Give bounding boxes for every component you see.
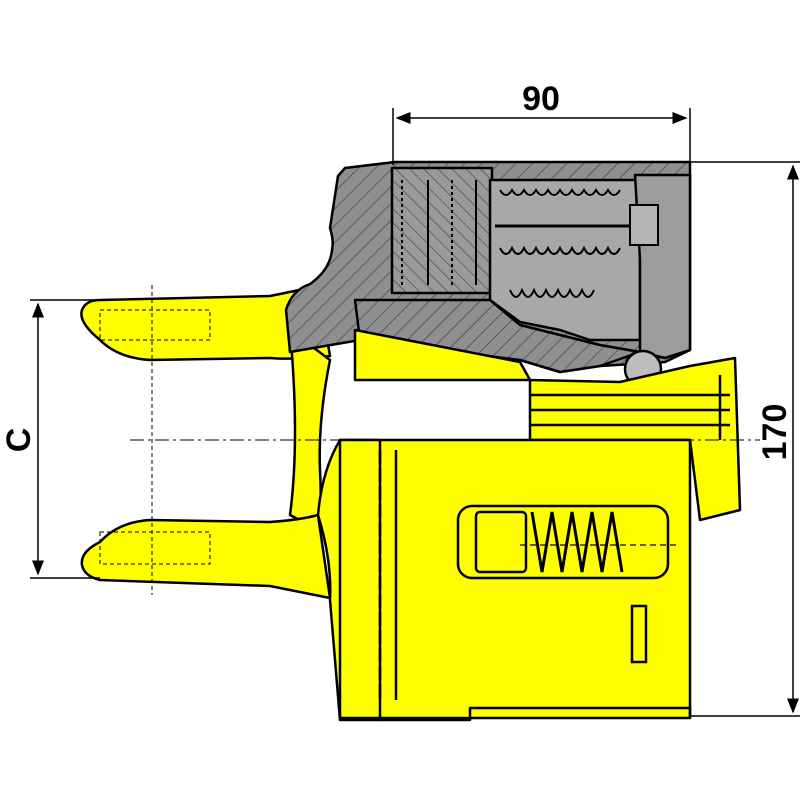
dimension-c (30, 299, 100, 579)
fork-dimension-label: C (0, 428, 38, 453)
yoke-fork (80, 284, 382, 722)
width-dimension-label: 90 (522, 80, 560, 118)
dimension-170 (690, 161, 800, 717)
push-pin-slot (456, 504, 680, 664)
yoke-hidden-edges (99, 285, 211, 595)
clutch-housing (284, 160, 692, 374)
dimension-90 (392, 108, 691, 165)
height-dimension-label: 170 (756, 404, 794, 461)
pressure-springs (401, 180, 659, 298)
